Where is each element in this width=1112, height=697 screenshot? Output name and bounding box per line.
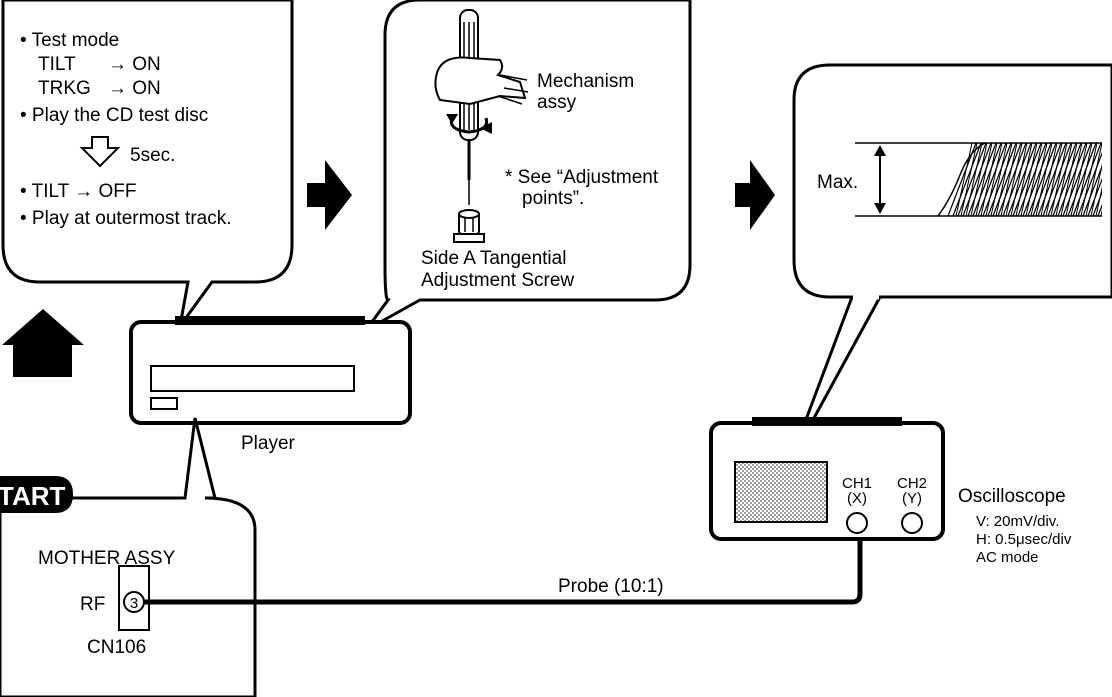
- right-arrow-icon: [307, 160, 352, 230]
- mechanism-label: Mechanism: [537, 71, 634, 92]
- ch2-sub: (Y): [902, 490, 922, 507]
- mechanism-bubble: Mechanism assy * See “Adjustment points”…: [364, 0, 692, 332]
- right-arrow-icon: [735, 160, 775, 230]
- oscilloscope-device: CH1 (X) CH2 (Y) Oscilloscope V: 20mV/div…: [709, 417, 1072, 566]
- power-button: [150, 397, 178, 410]
- play-disc-line: • Play the CD test disc: [20, 105, 208, 126]
- h-setting: H: 0.5μsec/div: [976, 531, 1072, 548]
- player-label: Player: [241, 433, 296, 454]
- tilt-value: → ON: [108, 54, 161, 75]
- probe-cable: [144, 527, 863, 605]
- pin-number: 3: [130, 595, 138, 612]
- scope-display-bubble: Max.: [788, 63, 1112, 463]
- player-device: Player: [129, 316, 412, 454]
- down-arrow-icon: [79, 136, 121, 168]
- screw-label-2: Adjustment Screw: [421, 270, 574, 291]
- oscilloscope-label: Oscilloscope: [958, 486, 1066, 507]
- ch1-sub: (X): [847, 490, 867, 507]
- start-badge: TART: [0, 476, 73, 513]
- signal-label: RF: [80, 594, 105, 615]
- ch1-label: CH1: [842, 475, 872, 492]
- test-mode-bubble: • Test mode TILT → ON TRKG → ON • Play t…: [1, 0, 294, 327]
- max-label: Max.: [817, 172, 858, 193]
- rf-waveform: [937, 143, 1102, 216]
- tilt-off-line: • TILT → OFF: [20, 181, 136, 202]
- see-note: * See “Adjustment: [505, 167, 659, 188]
- mechanism-label-2: assy: [537, 92, 577, 113]
- start-label: TART: [0, 481, 66, 511]
- ch1-input: [846, 512, 868, 534]
- trkg-label: TRKG: [38, 78, 91, 99]
- board-label: MOTHER ASSY: [38, 548, 176, 569]
- trkg-value: → ON: [108, 78, 161, 99]
- test-mode-line: • Test mode: [20, 30, 119, 51]
- probe-label: Probe (10:1): [558, 576, 664, 597]
- connector-label: CN106: [87, 637, 146, 658]
- scope-screen: [734, 461, 828, 523]
- disc-tray: [150, 365, 355, 392]
- rotate-icon: [446, 114, 492, 134]
- connector-bubble: 3 MOTHER ASSY RF CN106: [0, 417, 257, 697]
- hand-icon: [434, 56, 527, 106]
- ch2-label: CH2: [897, 475, 927, 492]
- screw-label: Side A Tangential: [421, 248, 566, 269]
- see-note-2: points”.: [522, 188, 584, 209]
- screwdriver-icon: [434, 9, 529, 205]
- up-arrow-icon: [2, 309, 84, 377]
- screw-icon: [453, 209, 485, 243]
- mode-setting: AC mode: [976, 549, 1039, 566]
- play-outer-line: • Play at outermost track.: [20, 208, 232, 229]
- v-setting: V: 20mV/div.: [976, 513, 1059, 530]
- tilt-label: TILT: [38, 54, 76, 75]
- bubble-outline: [792, 63, 1112, 299]
- ch2-input: [901, 512, 923, 534]
- delay-label: 5sec.: [130, 145, 175, 166]
- bubble-outline: [0, 417, 257, 697]
